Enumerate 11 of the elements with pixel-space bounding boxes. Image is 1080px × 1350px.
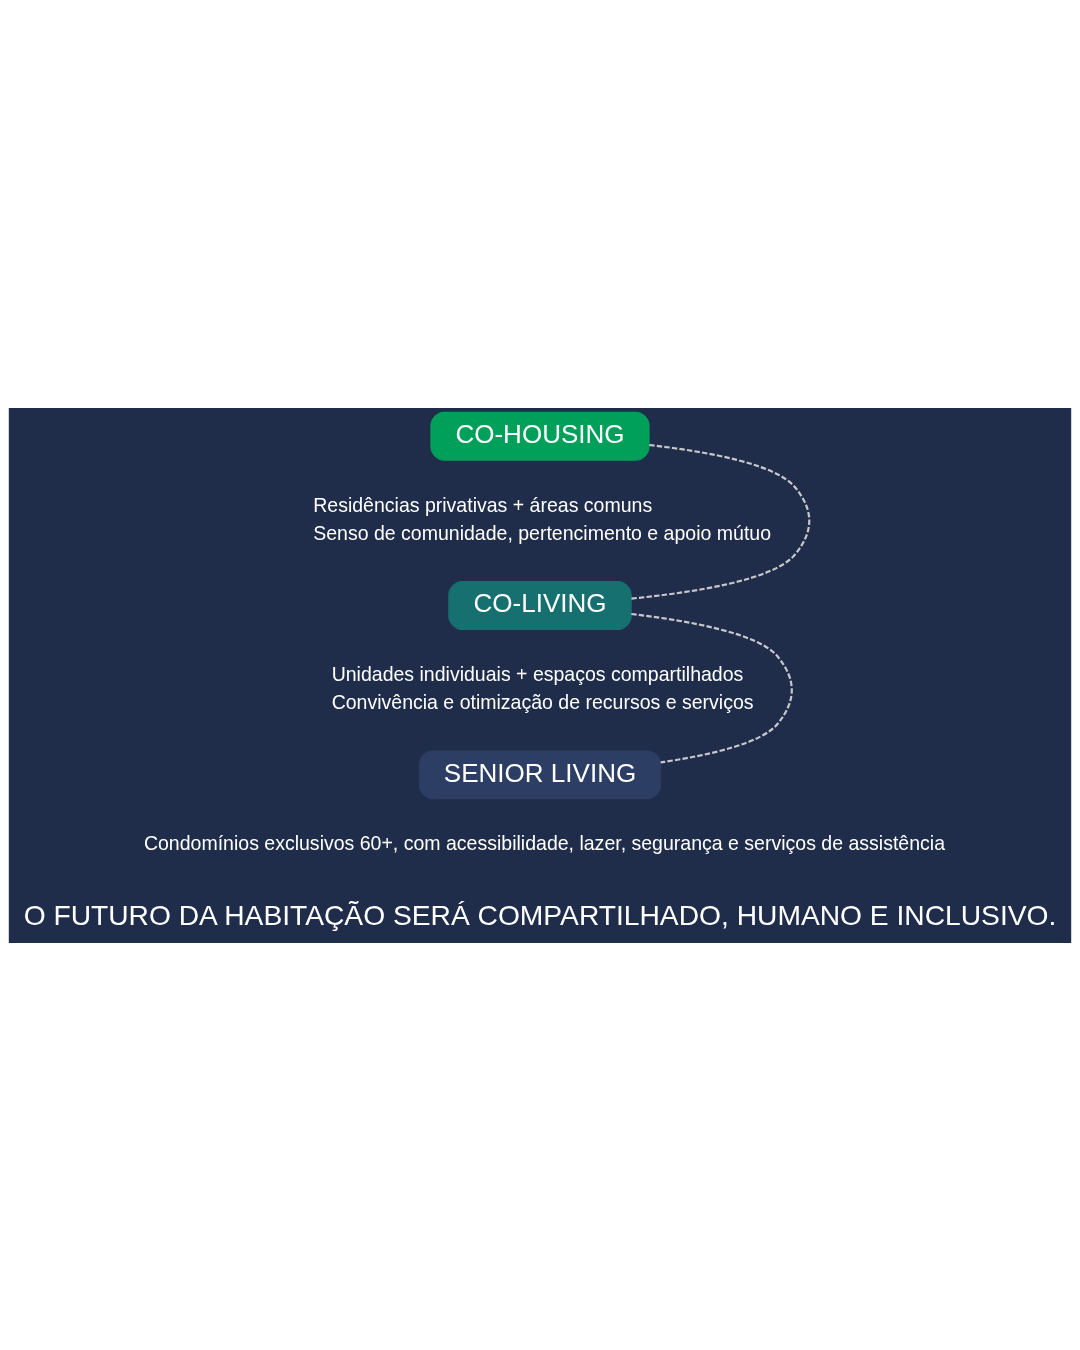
node-label: Unidades individuais + espaços compartilhados — [331, 662, 744, 685]
node-label: Condomínios exclusivos 60+, com acessibilidade, lazer, segurança e serviços de assistência — [143, 831, 945, 854]
caption: O FUTURO DA HABITAÇÃO SERÁ COMPARTILHADO, HUMANO E INCLUSIVO. — [23, 898, 1057, 931]
node-box: SENIOR LIVING — [419, 749, 661, 799]
connector — [631, 612, 793, 763]
connector — [631, 443, 811, 600]
node-label: Senso de comunidade, pertencimento e apoio mútuo — [313, 521, 772, 544]
node-label: Residências privativas + áreas comuns — [313, 493, 653, 516]
node-box: CO-LIVING — [448, 580, 632, 630]
node-label: Convivência e otimização de recursos e serviços — [331, 690, 754, 713]
node-box: CO-HOUSING — [430, 411, 650, 461]
